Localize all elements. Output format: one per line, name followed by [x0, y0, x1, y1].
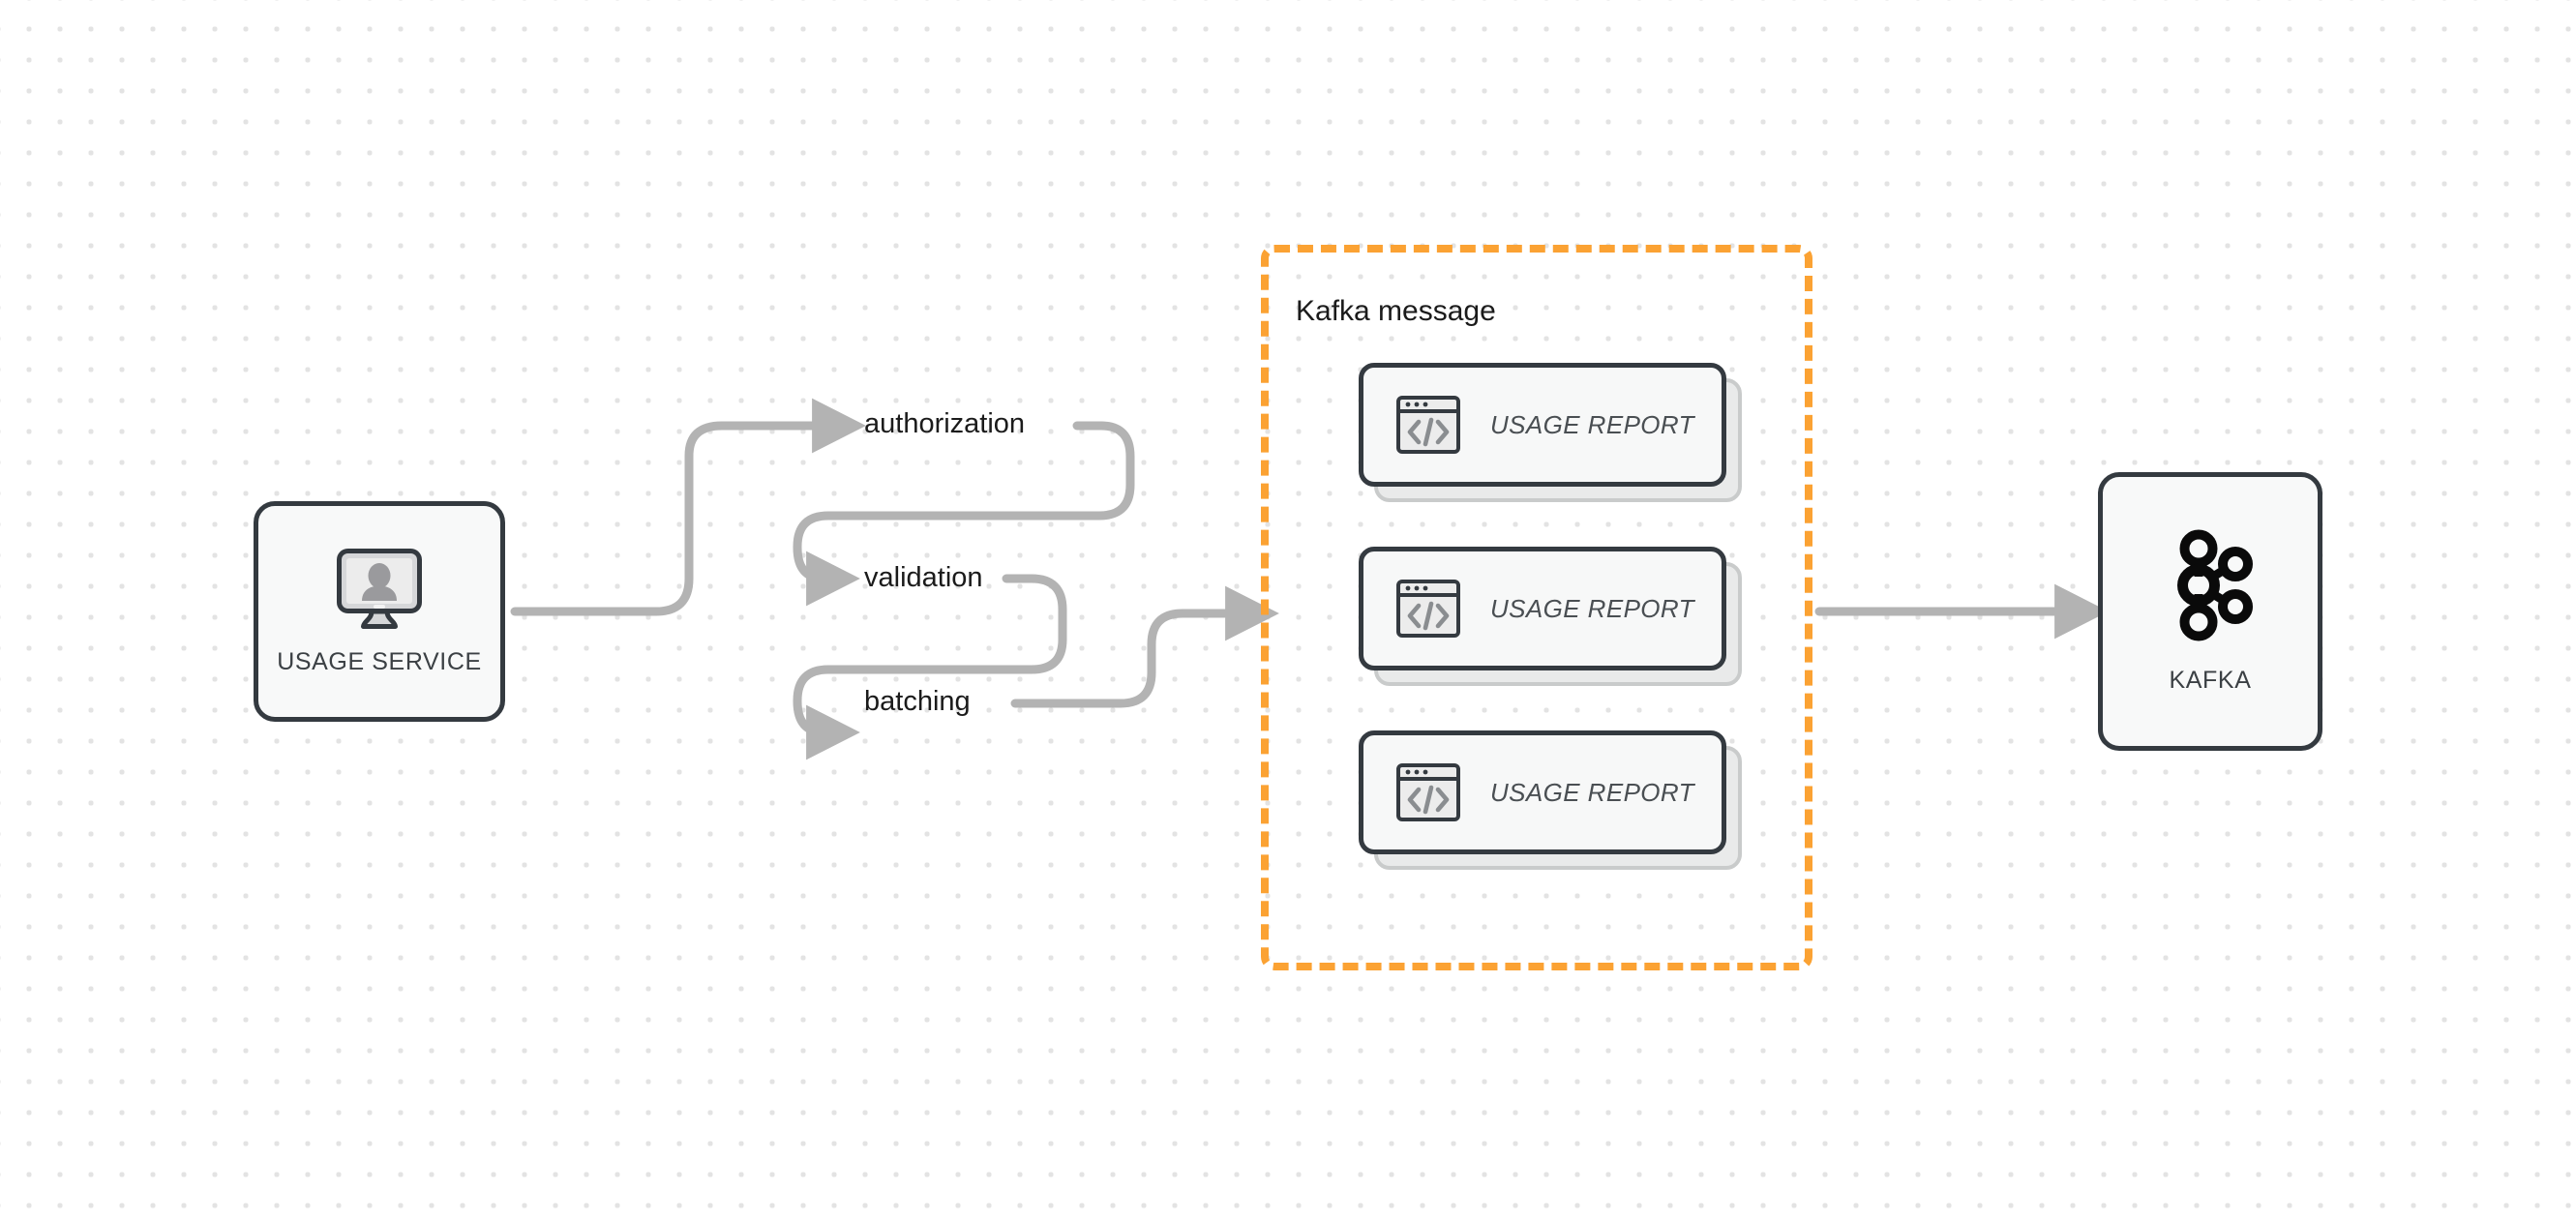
edge-authorization-to-validation: [793, 421, 1135, 607]
kafka-message-title: Kafka message: [1296, 295, 1496, 327]
code-window-icon: [1363, 759, 1461, 825]
usage-service-label: USAGE SERVICE: [277, 647, 482, 675]
kafka-label: KAFKA: [2169, 666, 2252, 694]
node-usage-service[interactable]: USAGE SERVICE: [254, 501, 505, 722]
usage-report-card-label: USAGE REPORT: [1490, 593, 1694, 623]
stage-label-validation: validation: [864, 562, 983, 593]
stage-label-authorization: authorization: [864, 408, 1026, 439]
usage-report-card[interactable]: USAGE REPORT: [1359, 730, 1742, 870]
usage-report-card-label: USAGE REPORT: [1490, 777, 1694, 807]
edge-batching-to-kafka-message: [1010, 585, 1279, 708]
monitor-user-icon: [335, 548, 424, 631]
node-kafka[interactable]: KAFKA: [2098, 472, 2322, 751]
usage-report-card[interactable]: USAGE REPORT: [1359, 363, 1742, 502]
usage-report-card[interactable]: USAGE REPORT: [1359, 547, 1742, 686]
code-window-icon: [1363, 576, 1461, 641]
code-window-icon: [1363, 392, 1461, 458]
stage-label-batching: batching: [864, 686, 971, 717]
kafka-message-group[interactable]: Kafka message: [1261, 245, 1812, 970]
kafka-logo-icon: [2164, 529, 2257, 641]
edge-usage-service-to-authorization: [510, 398, 866, 616]
usage-report-card-label: USAGE REPORT: [1490, 409, 1694, 439]
